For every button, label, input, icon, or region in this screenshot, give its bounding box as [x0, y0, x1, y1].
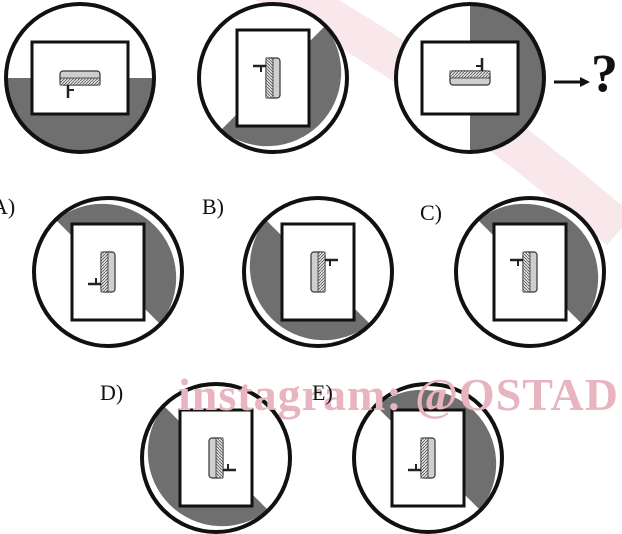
sequence-item-3 [394, 2, 546, 154]
question-mark: ? [591, 43, 618, 103]
option-a-label[interactable]: A) [0, 194, 16, 219]
sequence-item-2 [197, 2, 349, 154]
option-c-label[interactable]: C) [420, 200, 442, 225]
sequence-item-1 [4, 2, 156, 154]
watermark: instagram: @OSTAD [178, 369, 619, 420]
option-c-figure[interactable] [454, 196, 606, 348]
option-e-label[interactable]: E) [312, 380, 333, 405]
option-d-label[interactable]: D) [100, 380, 124, 405]
option-b-figure[interactable] [242, 196, 394, 348]
option-e-figure[interactable] [352, 382, 504, 534]
option-a-figure[interactable] [32, 196, 184, 348]
arrow-right-icon [554, 77, 590, 87]
option-d-figure[interactable] [140, 382, 292, 534]
option-b-label[interactable]: B) [202, 194, 224, 219]
